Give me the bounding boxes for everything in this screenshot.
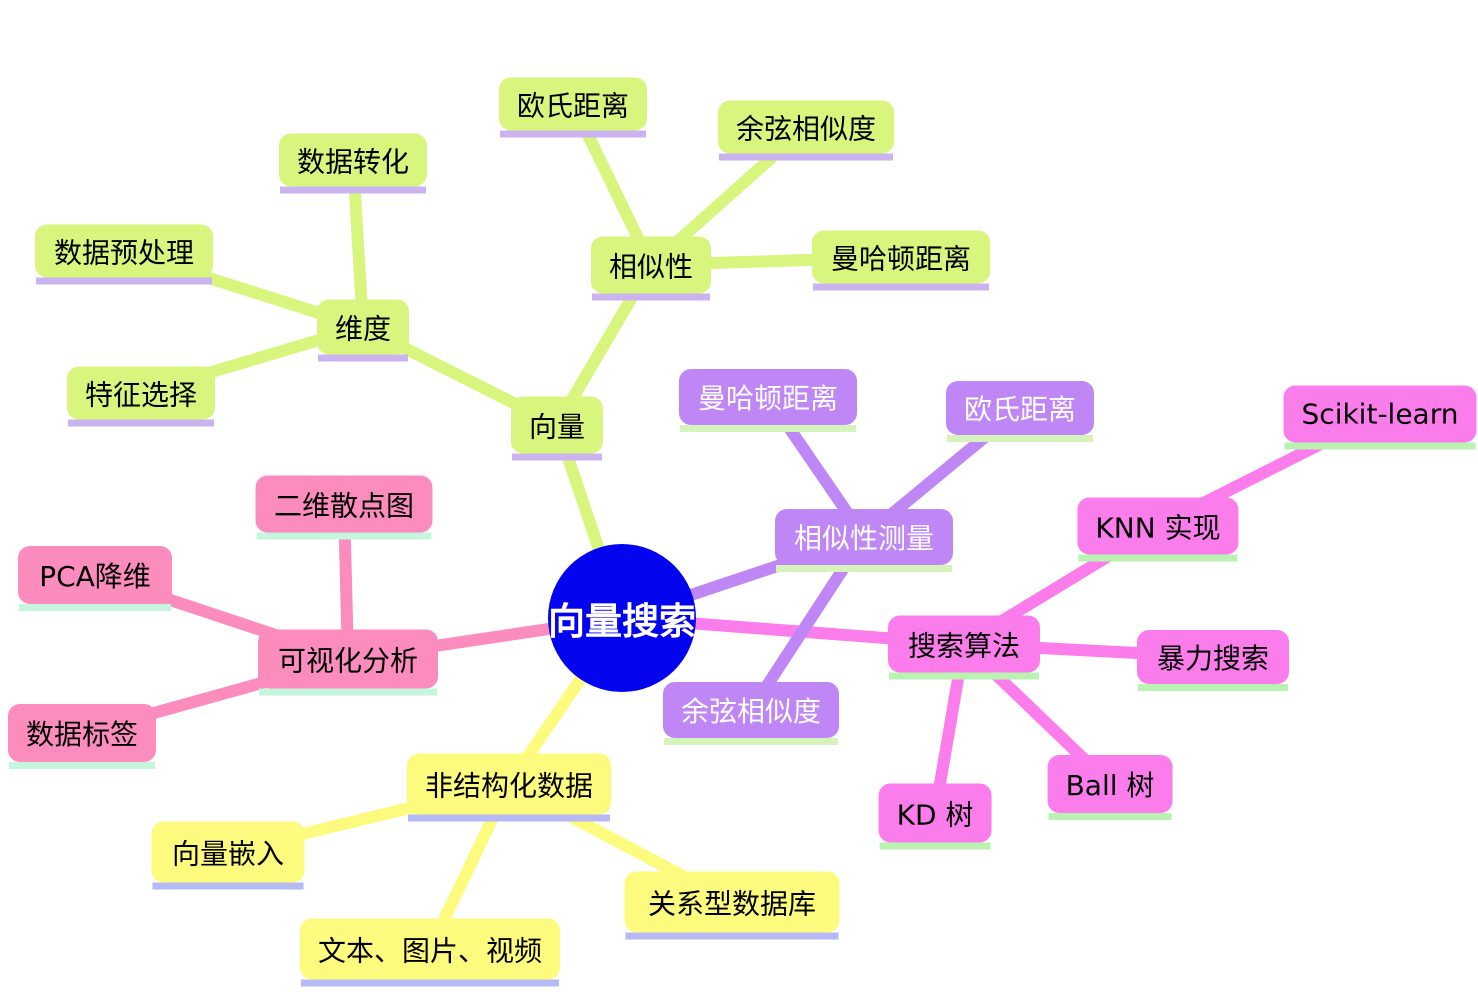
center-node-label: 向量搜索 bbox=[548, 600, 696, 643]
node-dimension[interactable]: 维度 bbox=[316, 299, 410, 362]
node-label: 搜索算法 bbox=[907, 629, 1020, 662]
node-relational-database[interactable]: 关系型数据库 bbox=[624, 871, 840, 940]
node-label: 相似性 bbox=[608, 250, 694, 283]
node-label: 数据预处理 bbox=[53, 236, 194, 269]
node-manhattan-distance[interactable]: 曼哈顿距离 bbox=[812, 230, 990, 291]
node-label: 特征选择 bbox=[84, 378, 198, 411]
node-label: Ball 树 bbox=[1065, 769, 1155, 802]
node-label: 暴力搜索 bbox=[1156, 642, 1269, 675]
node-label: KD 树 bbox=[896, 798, 974, 831]
node-similarity[interactable]: 相似性 bbox=[590, 236, 712, 301]
node-cosine-similarity[interactable]: 余弦相似度 bbox=[717, 100, 895, 161]
node-data-transform[interactable]: 数据转化 bbox=[278, 133, 428, 194]
node-label: 非结构化数据 bbox=[424, 769, 594, 802]
node-label: 可视化分析 bbox=[277, 644, 418, 677]
node-label: 余弦相似度 bbox=[735, 112, 877, 145]
node-text-image-video[interactable]: 文本、图片、视频 bbox=[299, 918, 561, 987]
node-data-label[interactable]: 数据标签 bbox=[7, 704, 157, 769]
node-label: 数据标签 bbox=[25, 718, 139, 751]
node-kd-tree[interactable]: KD 树 bbox=[878, 783, 992, 850]
node-label: 向量嵌入 bbox=[171, 837, 284, 870]
node-scikit-learn[interactable]: Scikit-learn bbox=[1283, 385, 1477, 450]
node-data-preprocess[interactable]: 数据预处理 bbox=[35, 224, 213, 285]
node-manhattan-distance-2[interactable]: 曼哈顿距离 bbox=[679, 369, 857, 432]
node-label: 欧氏距离 bbox=[516, 89, 630, 122]
node-label: 向量 bbox=[528, 410, 586, 443]
node-knn-implementation[interactable]: KNN 实现 bbox=[1077, 497, 1239, 562]
node-euclidean-distance-2[interactable]: 欧氏距离 bbox=[945, 381, 1095, 442]
center-node-vector-search[interactable]: 向量搜索 bbox=[548, 544, 696, 692]
node-label: 数据转化 bbox=[296, 145, 410, 178]
node-label: 关系型数据库 bbox=[647, 887, 816, 920]
node-similarity-measure[interactable]: 相似性测量 bbox=[775, 509, 953, 572]
node-label: 余弦相似度 bbox=[680, 695, 822, 728]
node-label: 欧氏距离 bbox=[963, 393, 1077, 426]
node-label: PCA降维 bbox=[39, 560, 151, 593]
node-label: 曼哈顿距离 bbox=[830, 242, 971, 275]
node-search-algorithm[interactable]: 搜索算法 bbox=[888, 615, 1040, 680]
node-cosine-similarity-2[interactable]: 余弦相似度 bbox=[662, 682, 840, 745]
node-2d-scatter-plot[interactable]: 二维散点图 bbox=[255, 475, 433, 540]
node-label: KNN 实现 bbox=[1095, 511, 1221, 544]
node-pca-reduction[interactable]: PCA降维 bbox=[18, 546, 172, 611]
node-label: 相似性测量 bbox=[793, 522, 934, 555]
node-vector[interactable]: 向量 bbox=[510, 396, 604, 461]
node-label: 二维散点图 bbox=[273, 489, 414, 522]
node-brute-force-search[interactable]: 暴力搜索 bbox=[1137, 630, 1289, 691]
node-feature-select[interactable]: 特征选择 bbox=[66, 366, 216, 427]
node-label: Scikit-learn bbox=[1301, 397, 1459, 431]
node-vector-embedding[interactable]: 向量嵌入 bbox=[151, 821, 305, 890]
node-ball-tree[interactable]: Ball 树 bbox=[1047, 755, 1173, 820]
node-euclidean-distance[interactable]: 欧氏距离 bbox=[498, 77, 648, 138]
node-label: 曼哈顿距离 bbox=[697, 382, 838, 415]
node-label: 维度 bbox=[334, 312, 392, 345]
node-visualization[interactable]: 可视化分析 bbox=[258, 629, 438, 696]
node-label: 文本、图片、视频 bbox=[317, 934, 543, 967]
node-unstructured-data[interactable]: 非结构化数据 bbox=[406, 753, 612, 822]
